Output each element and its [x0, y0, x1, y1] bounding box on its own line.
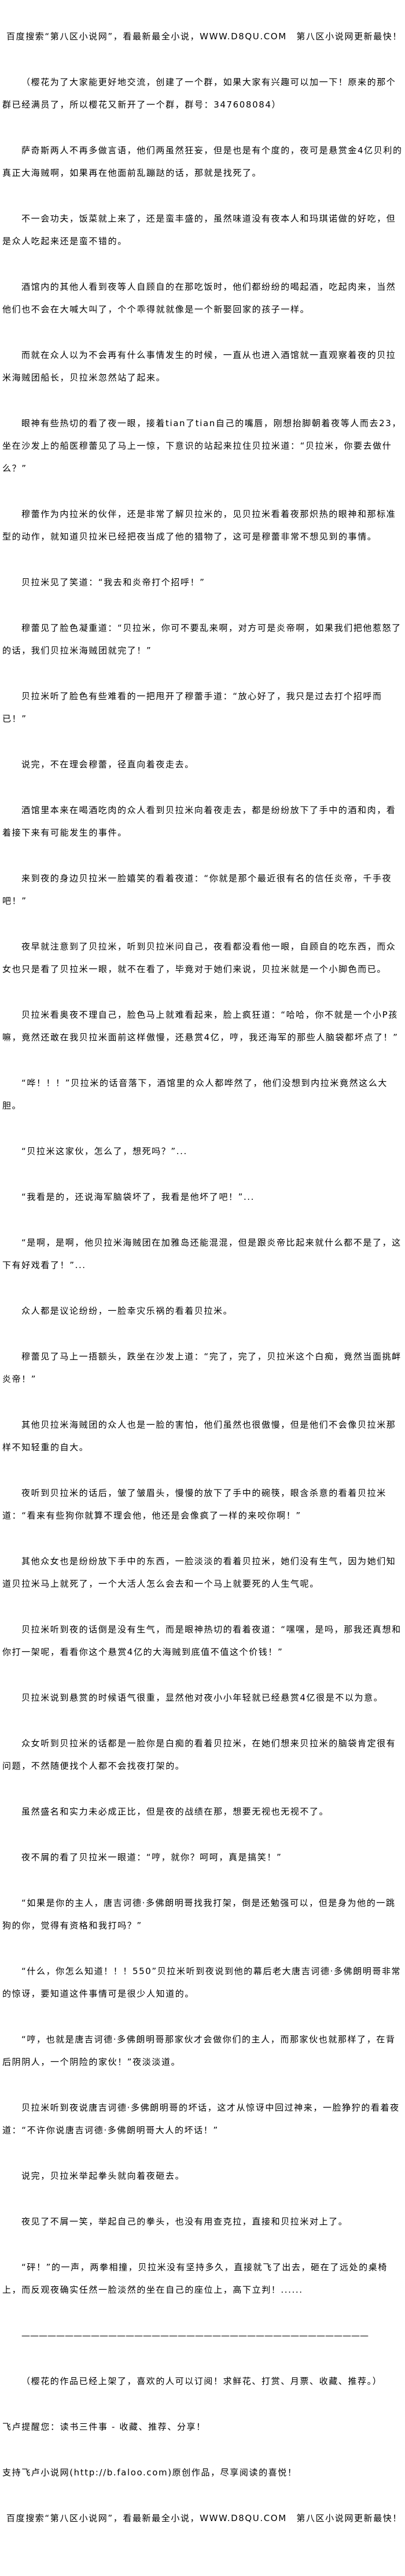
- story-paragraph: 穆蕾见了马上一捂额头，跌坐在沙发上道：“完了，完了，贝拉米这个白痴，竟然当面挑衅…: [2, 1351, 402, 1384]
- story-paragraph: 说完，不在理会穆蕾，径直向着夜走去。: [21, 759, 194, 770]
- author-note: （樱花为了大家能更好地交流，创建了一个群，如果大家有兴趣可以加一下！原来的那个群…: [2, 77, 396, 110]
- story-paragraph: 贝拉米说到悬赏的时候语气很重，显然他对夜小小年轻就已经悬赏4亿很是不以为意。: [21, 1692, 384, 1703]
- story-paragraph: 其他贝拉米海贼团的众人也是一脸的害怕，他们虽然也很傲慢，但是他们不会像贝拉米那样…: [2, 1420, 396, 1453]
- story-paragraph: 眼神有些热切的看了夜一眼，接着tian了tian自己的嘴唇，刚想抬脚朝着夜等人而…: [2, 418, 402, 474]
- story-paragraph: 其他众女也是纷纷放下手中的东西，一脸淡淡的看着贝拉米，她们没有生气，因为她们知道…: [2, 1556, 396, 1589]
- story-paragraph: 不一会功夫，饭菜就上来了，还是蛮丰盛的，虽然味道没有夜本人和玛琪诺做的好吃，但是…: [2, 213, 396, 246]
- chapter-content: 百度搜索“第八区小说网”，看最新最全小说，WWW.D8QU.COM 第八区小说网…: [2, 25, 403, 2530]
- faloo-reminder: 飞卢提醒您：读书三件事 - 收藏、推荐、分享！: [2, 2422, 206, 2432]
- story-paragraph: 酒馆内的其他人看到夜等人自顾自的在那吃饭时，他们都纷纷的喝起酒，吃起肉来，当然他…: [2, 282, 396, 315]
- story-paragraph: “我看是的，还说海军脑袋坏了，我看是他坏了吧！”...: [21, 1192, 255, 1202]
- story-paragraph: 贝拉米看奥夜不理自己，脸色马上就难看起来，脸上疯狂道：“哈哈，你不就是一个小P孩…: [2, 1010, 399, 1043]
- closing-note: （樱花的作品已经上架了，喜欢的人可以订阅！求鲜花、打赏、月票、收藏、推荐。）: [21, 2376, 382, 2386]
- story-paragraph: “哗！！！”贝拉米的话音落下，酒馆里的众人都哗然了，他们没想到内拉米竟然这么大胆…: [2, 1078, 388, 1111]
- story-paragraph: “什么，你怎么知道！！！550”贝拉米听到夜说到他的幕后老大唐吉诃德·多佛朗明哥…: [2, 1966, 402, 1999]
- story-paragraph: “贝拉米这家伙，怎么了，想死吗？”...: [21, 1146, 187, 1156]
- story-paragraph: 夜不屑的看了贝拉米一眼道：“哼，就你？呵呵，真是搞笑！”: [21, 1852, 282, 1862]
- story-body: 萨奇斯两人不再多做言语，他们两虽然狂妄，但是也是有个度的，夜可是悬赏金4亿贝利的…: [2, 139, 403, 2301]
- story-paragraph: 众女听到贝拉米的话都是一脸你是白痴的看着贝拉米，在她们想来贝拉米的脑袋肯定很有问…: [2, 1738, 396, 1771]
- story-paragraph: 说完，贝拉米举起拳头就向着夜砸去。: [21, 2171, 185, 2181]
- story-paragraph: “如果是你的主人，唐吉诃德·多佛朗明哥找我打架，倒是还勉强可以，但是身为他的一跳…: [2, 1898, 396, 1931]
- story-paragraph: 萨奇斯两人不再多做言语，他们两虽然狂妄，但是也是有个度的，夜可是悬赏金4亿贝利的…: [2, 145, 403, 178]
- story-paragraph: “是啊，是啊，他贝拉米海贼团在加雅岛还能混混，但是跟炎帝比起来就什么都不是了，这…: [2, 1237, 402, 1270]
- story-paragraph: “哼，也就是唐吉诃德·多佛朗明哥那家伙才会做你们的主人，而那家伙也就那样了，在背…: [2, 2034, 396, 2067]
- story-paragraph: 贝拉米听了脸色有些难看的一把甩开了穆蕾手道：“放心好了，我只是过去打个招呼而已！…: [2, 691, 382, 724]
- story-paragraph: 贝拉米听到夜说唐吉诃德·多佛朗明哥的坏话，这才从惊讶中回过神来，一脸狰狞的看着夜…: [2, 2102, 400, 2135]
- header-banner: 百度搜索“第八区小说网”，看最新最全小说，WWW.D8QU.COM 第八区小说网…: [6, 31, 402, 42]
- story-paragraph: 众人都是议论纷纷，一脸幸灾乐祸的看着贝拉米。: [21, 1306, 233, 1316]
- faloo-support-link[interactable]: 支持飞卢小说网(http://b.faloo.com)原创作品，尽享阅读的喜悦！: [2, 2467, 297, 2478]
- separator-line: ————————————————————————————————————————: [21, 2330, 369, 2341]
- story-paragraph: 贝拉米见了笑道：“我去和炎帝打个招呼！”: [21, 577, 205, 587]
- story-paragraph: 来到夜的身边贝拉米一脸嬉笑的看着夜道：“你就是那个最近很有名的信任炎帝，千手夜吧…: [2, 873, 392, 906]
- story-paragraph: 穆蕾作为内拉米的伙伴，还是非常了解贝拉米的，见贝拉米看着夜那炽热的眼神和那标准型…: [2, 509, 396, 542]
- story-paragraph: “砰！”的一声，两拳相撞，贝拉米没有坚持多久，直接就飞了出去，砸在了远处的桌椅上…: [2, 2262, 388, 2295]
- footer-banner: 百度搜索“第八区小说网”，看最新最全小说，WWW.D8QU.COM 第八区小说网…: [6, 2513, 402, 2523]
- story-paragraph: 夜见了不屑一笑，举起自己的拳头，也没有用查克拉，直接和贝拉米对上了。: [21, 2216, 348, 2227]
- story-paragraph: 贝拉米听到夜的话倒是没有生气，而是眼神热切的看着夜道：“嘿嘿，是吗，那我还真想和…: [2, 1624, 402, 1657]
- story-paragraph: 虽然盛名和实力未必成正比，但是夜的战绩在那，想要无视也无视不了。: [21, 1806, 329, 1817]
- story-paragraph: 酒馆里本来在喝酒吃肉的众人看到贝拉米向着夜走去，都是纷纷放下了手中的酒和肉，看着…: [2, 805, 396, 838]
- story-paragraph: 夜听到贝拉米的话后，皱了皱眉头，慢慢的放下了手中的碗筷，眼含杀意的看着贝拉米道：…: [2, 1488, 386, 1521]
- story-paragraph: 穆蕾见了脸色凝重道：“贝拉米，你可不要乱来啊，对方可是炎帝啊，如果我们把他惹怒了…: [2, 623, 402, 656]
- story-paragraph: 而就在众人以为不会再有什么事情发生的时候，一直从也进入酒馆就一直观察着夜的贝拉米…: [2, 350, 396, 383]
- story-paragraph: 夜早就注意到了贝拉米，听到贝拉米问自己，夜看都没看他一眼，自顾自的吃东西，而众女…: [2, 941, 396, 974]
